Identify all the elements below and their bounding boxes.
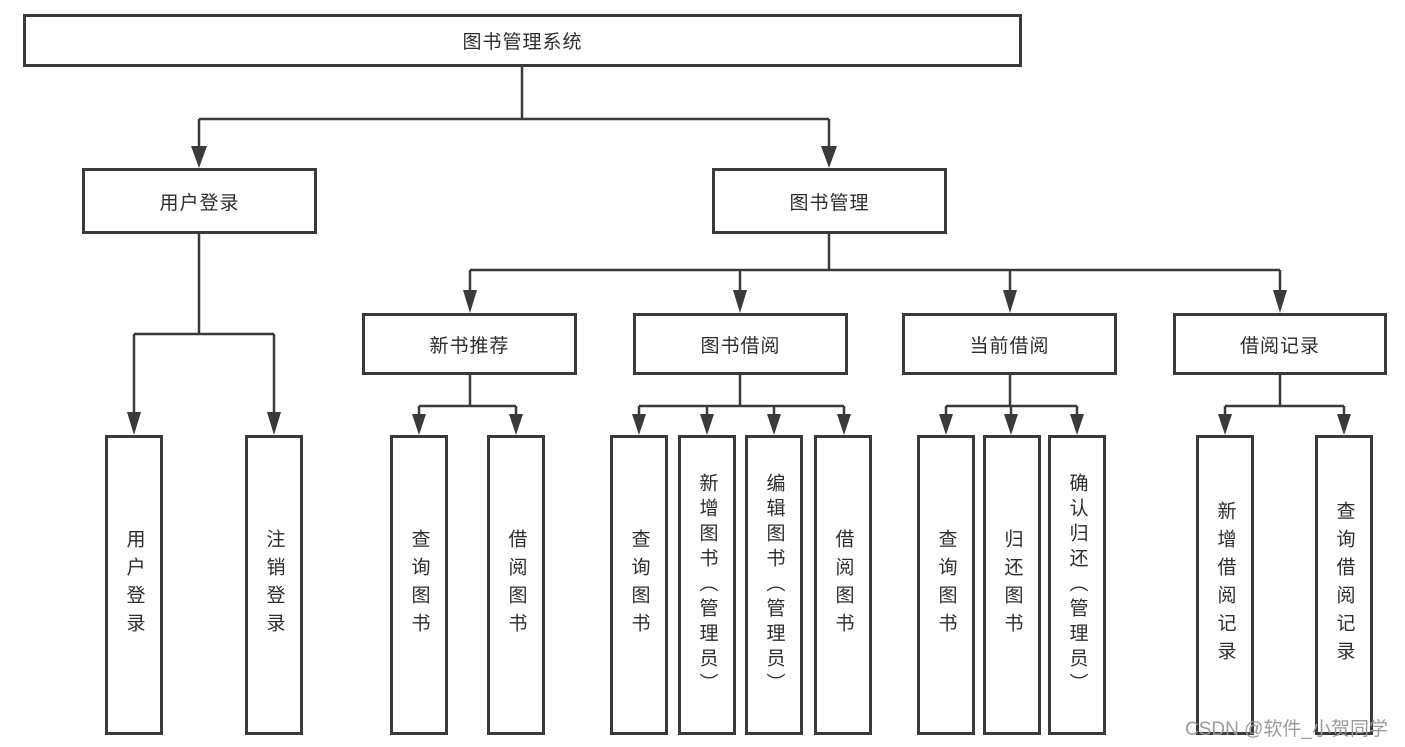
arrowheads-level3 [463,290,1287,313]
arrowheads-book-borrow-leaves [632,414,851,435]
leaf-cb-confirm-return-admin: 确认归还（管理员） [1048,435,1106,735]
leaf-bb-borrow-books: 借阅图书 [814,435,872,735]
leaf-logout: 注销登录 [245,435,303,735]
arrowheads-level2 [191,146,837,168]
arrowheads-user-login-leaves [127,412,281,435]
node-book-management-branch: 图书管理 [712,168,947,234]
leaf-br-add-record: 新增借阅记录 [1196,435,1254,735]
node-user-login-branch: 用户登录 [82,168,317,234]
connector-book-mgmt-to-level3 [468,234,1282,292]
leaf-bb-add-books-admin: 新增图书（管理员） [678,435,736,735]
connector-new-book-rec-leaves [417,375,518,416]
arrowheads-current-borrow-leaves [939,414,1084,435]
leaf-bb-edit-books-admin: 编辑图书（管理员） [745,435,803,735]
node-book-management-system: 图书管理系统 [23,14,1022,67]
arrowheads-new-book-rec-leaves [412,414,523,435]
connector-book-borrow-leaves [637,375,846,416]
node-borrowing-records: 借阅记录 [1173,313,1387,375]
leaf-cb-query-books: 查询图书 [917,435,975,735]
leaf-nbr-query-books: 查询图书 [390,435,448,735]
connector-root-to-level2 [197,67,831,148]
node-current-borrowing: 当前借阅 [902,313,1117,375]
connector-borrow-records-leaves [1223,375,1346,416]
connector-user-login-to-leaves [132,234,276,414]
leaf-br-query-record: 查询借阅记录 [1315,435,1373,735]
leaf-nbr-borrow-books: 借阅图书 [487,435,545,735]
leaf-user-login: 用户登录 [105,435,163,735]
connector-current-borrow-leaves [944,375,1079,416]
arrowheads-borrow-records-leaves [1218,414,1351,435]
node-book-borrowing: 图书借阅 [633,313,848,375]
leaf-cb-return-books: 归还图书 [983,435,1041,735]
csdn-watermark: CSDN @软件_小贺同学 [1185,719,1388,740]
leaf-bb-query-books: 查询图书 [610,435,668,735]
node-new-book-recommendation: 新书推荐 [362,313,577,375]
